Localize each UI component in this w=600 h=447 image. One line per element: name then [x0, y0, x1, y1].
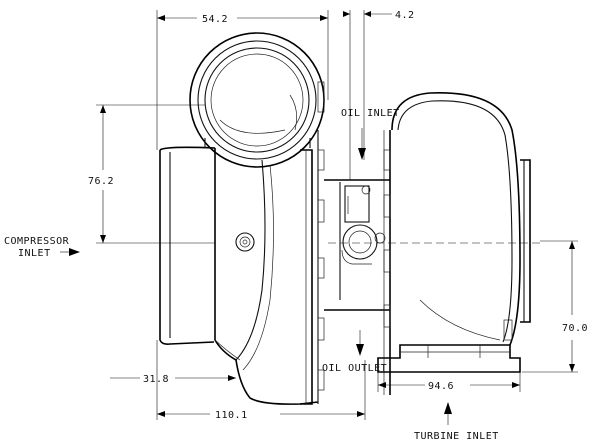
compressor-outlet: [189, 32, 325, 168]
dimension-lines: [96, 10, 578, 420]
arrow-head: [357, 411, 365, 417]
compressor-inlet-arrow: [69, 248, 80, 256]
dim-4-2: 4.2: [395, 10, 415, 21]
oil-outlet-arrow: [356, 344, 364, 356]
arrow-head: [157, 15, 165, 21]
turbine-inlet-arrow: [444, 402, 452, 414]
arrows: [60, 11, 575, 425]
arrow-head: [100, 105, 106, 113]
arrow-head: [364, 11, 371, 17]
oil-inlet-label: OIL INLET: [341, 108, 400, 119]
dim-54-2: 54.2: [202, 14, 228, 25]
center-housing: [324, 179, 390, 311]
arrow-head: [343, 11, 350, 17]
arrow-head: [569, 241, 575, 249]
dim-31-8: 31.8: [143, 374, 169, 385]
arrow-head: [157, 411, 165, 417]
oil-outlet-label: OIL OUTLET: [322, 363, 387, 374]
arrow-head: [569, 364, 575, 372]
arrow-head: [512, 382, 520, 388]
labels: 54.2 4.2 76.2 31.8 110.1 94.6 70.0 OIL I…: [4, 10, 588, 442]
compressor-inlet-label-line1: COMPRESSOR: [4, 236, 70, 247]
arrow-head: [228, 375, 236, 381]
oil-drain-port: [342, 224, 378, 260]
arrow-head: [320, 15, 328, 21]
arrow-head: [378, 382, 386, 388]
oil-inlet-arrow: [358, 148, 366, 160]
oil-inlet-fitting: [344, 185, 370, 223]
compressor-housing: [159, 130, 325, 405]
dim-76-2: 76.2: [88, 176, 114, 187]
dim-110-1: 110.1: [215, 410, 248, 421]
compressor-inlet-label-line2: INLET: [18, 248, 51, 259]
compressor-fitting: [235, 232, 255, 252]
arrow-head: [100, 235, 106, 243]
dim-94-6: 94.6: [428, 381, 454, 392]
turbine-inlet-label: TURBINE INLET: [414, 431, 499, 442]
turbine-housing: [377, 92, 531, 395]
dim-70-0: 70.0: [562, 323, 588, 334]
